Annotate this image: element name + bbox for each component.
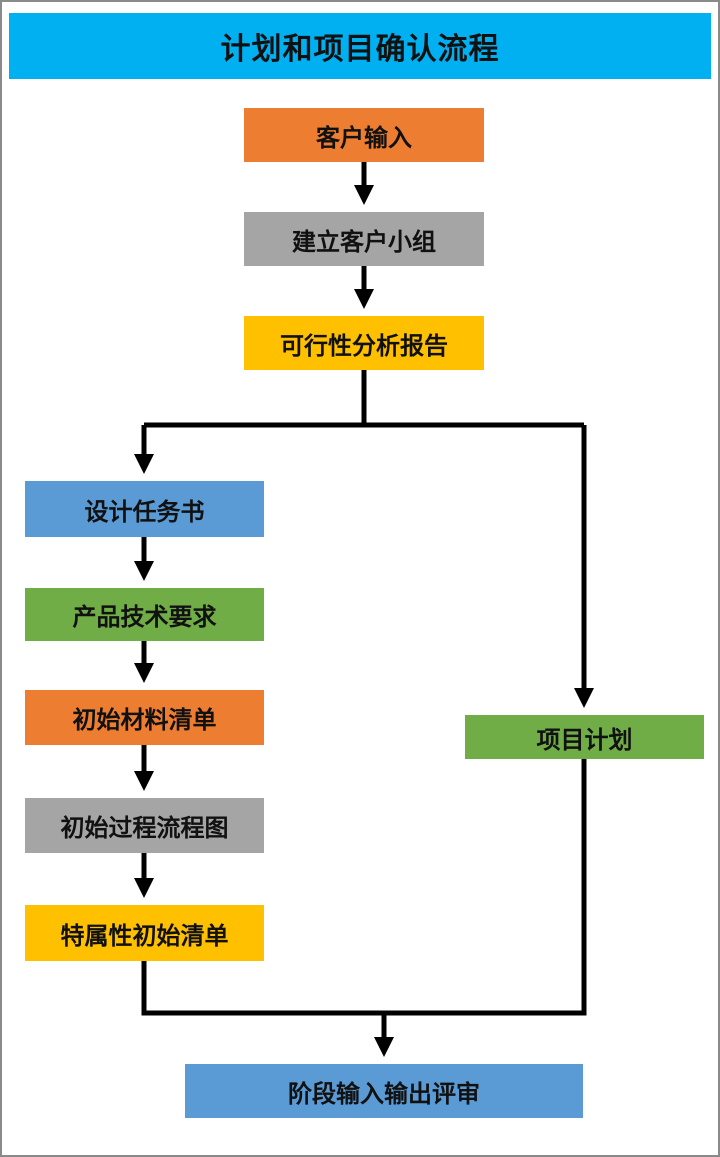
node-customer-team: 建立客户小组 bbox=[244, 212, 484, 266]
node-initial-process-flow: 初始过程流程图 bbox=[25, 798, 264, 853]
node-project-plan: 项目计划 bbox=[465, 715, 704, 759]
diagram-title: 计划和项目确认流程 bbox=[9, 13, 711, 79]
node-phase-review: 阶段输入输出评审 bbox=[185, 1064, 583, 1118]
node-feasibility-report: 可行性分析报告 bbox=[244, 316, 484, 370]
node-customer-input: 客户输入 bbox=[244, 108, 484, 162]
node-initial-materials: 初始材料清单 bbox=[25, 690, 264, 745]
node-product-requirements: 产品技术要求 bbox=[25, 588, 264, 641]
node-special-characteristics: 特属性初始清单 bbox=[25, 905, 264, 961]
node-design-task: 设计任务书 bbox=[25, 481, 264, 537]
